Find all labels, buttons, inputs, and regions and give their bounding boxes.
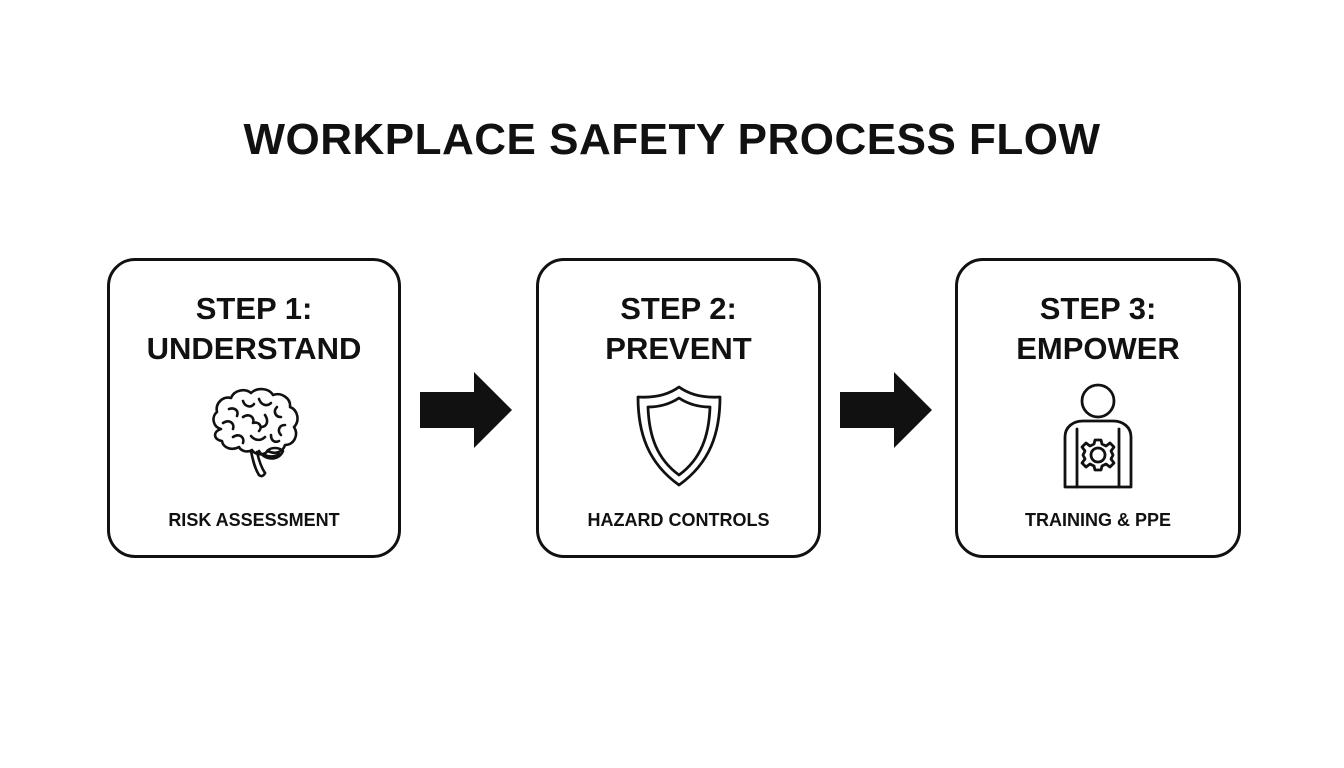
flow-arrow-icon	[840, 370, 934, 450]
step-2-number: STEP 2:	[620, 291, 737, 326]
shield-icon	[624, 381, 734, 491]
step-1-card: STEP 1: UNDERSTAND RISK ASSESSMENT	[107, 258, 401, 558]
person-gear-icon	[1043, 381, 1153, 491]
step-1-caption: RISK ASSESSMENT	[168, 510, 340, 530]
step-3-card: STEP 3: EMPOWER TRAINING & PPE	[955, 258, 1241, 558]
step-2-card: STEP 2: PREVENT HAZARD CONTROLS	[536, 258, 821, 558]
step-1-number: STEP 1:	[195, 291, 313, 326]
step-3-number: STEP 3:	[1039, 291, 1157, 326]
step-3-heading: STEP 3: EMPOWER	[958, 289, 1238, 369]
step-1-name: UNDERSTAND	[146, 331, 362, 366]
diagram-title: WORKPLACE SAFETY PROCESS FLOW	[243, 115, 1101, 164]
step-2-heading: STEP 2: PREVENT	[539, 289, 818, 369]
step-3-name: EMPOWER	[1016, 331, 1180, 366]
step-2-name: PREVENT	[605, 331, 752, 366]
step-2-caption: HAZARD CONTROLS	[587, 510, 770, 530]
step-3-caption: TRAINING & PPE	[1024, 510, 1171, 530]
brain-icon	[199, 381, 309, 491]
flow-arrow-icon	[420, 370, 514, 450]
step-1-heading: STEP 1: UNDERSTAND	[110, 289, 398, 369]
